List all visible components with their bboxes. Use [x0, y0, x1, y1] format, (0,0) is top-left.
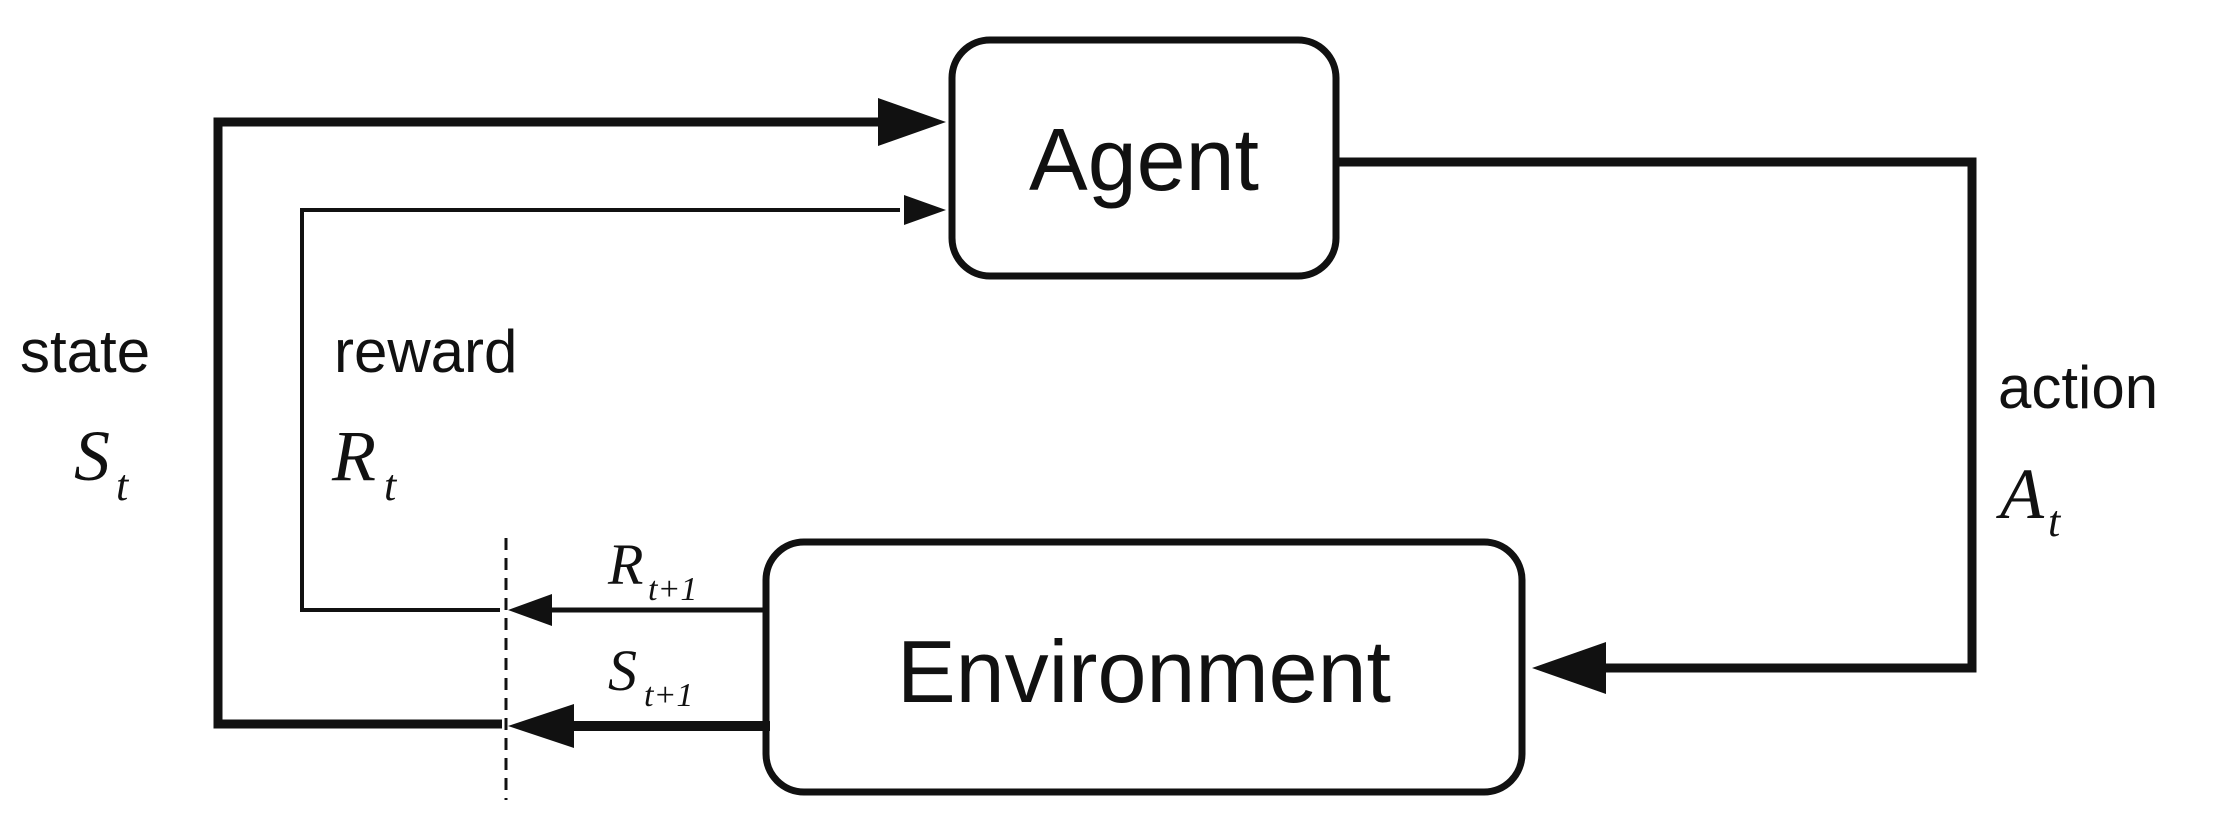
svg-text:A: A: [1996, 454, 2045, 534]
svg-text:R: R: [331, 416, 376, 496]
next-state-arrow: [508, 704, 770, 748]
svg-text:S: S: [74, 416, 110, 496]
next-state-symbol: S t+1: [608, 638, 693, 714]
svg-text:t: t: [116, 461, 130, 510]
svg-text:R: R: [607, 532, 643, 597]
svg-text:t: t: [2048, 497, 2062, 546]
agent-label: Agent: [1029, 110, 1259, 209]
environment-label: Environment: [897, 622, 1391, 721]
action-word: action: [1998, 354, 2158, 421]
next-reward-symbol: R t+1: [607, 532, 697, 608]
svg-text:S: S: [608, 638, 637, 703]
svg-text:t+1: t+1: [648, 571, 697, 608]
svg-text:t: t: [384, 461, 398, 510]
reward-symbol: R t: [331, 416, 398, 510]
agent-box: Agent: [948, 36, 1340, 280]
reward-loop-arrow: [300, 195, 946, 612]
state-loop-arrow: [213, 98, 946, 729]
svg-text:t+1: t+1: [644, 677, 693, 714]
action-symbol: A t: [1996, 454, 2062, 546]
action-arrow: [1338, 157, 1977, 694]
reward-word: reward: [334, 318, 517, 385]
next-reward-arrow: [508, 594, 766, 626]
state-word: state: [20, 318, 150, 385]
environment-box: Environment: [762, 538, 1526, 796]
state-symbol: S t: [74, 416, 130, 510]
